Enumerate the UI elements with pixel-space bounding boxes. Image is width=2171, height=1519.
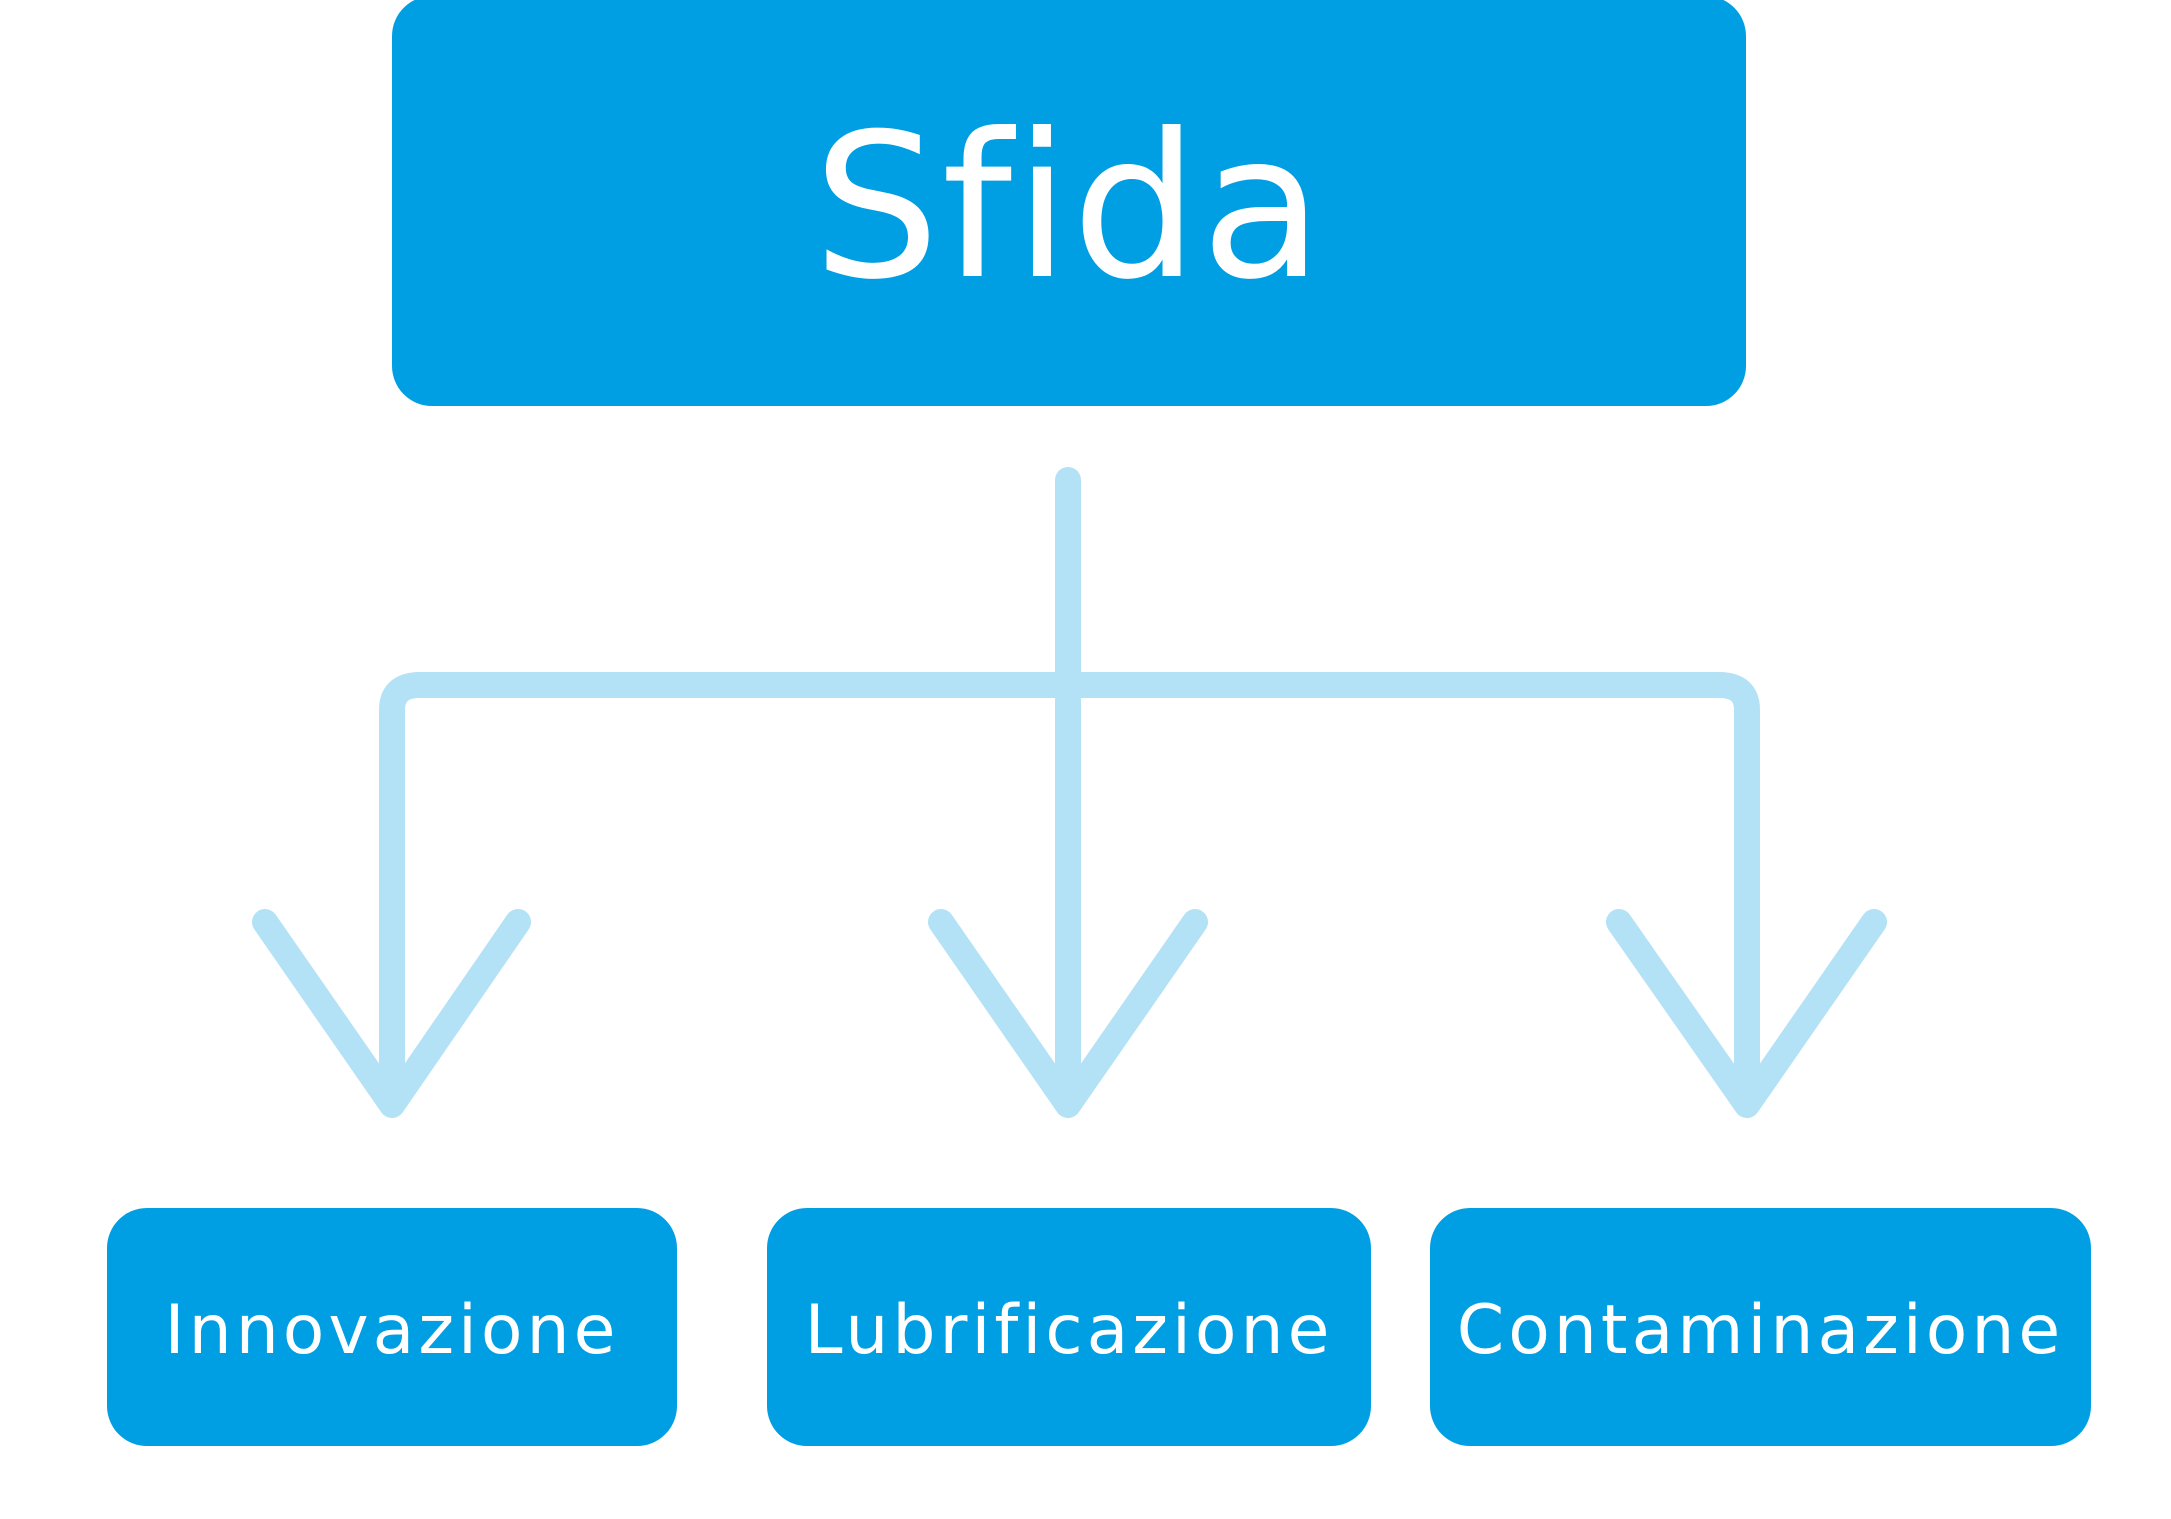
child-node-label: Contaminazione: [1456, 1290, 2065, 1370]
arrowhead-innovazione: [252, 909, 531, 1118]
child-node-innovazione: Innovazione: [107, 1208, 677, 1446]
root-node-label: Sfida: [812, 90, 1326, 324]
child-node-lubrificazione: Lubrificazione: [767, 1208, 1371, 1446]
arrowhead-lubrificazione: [928, 909, 1208, 1118]
arrowhead-contaminazione: [1606, 909, 1887, 1118]
child-node-label: Lubrificazione: [804, 1290, 1334, 1370]
child-node-contaminazione: Contaminazione: [1430, 1208, 2091, 1446]
root-node-sfida: Sfida: [392, 0, 1746, 406]
child-node-label: Innovazione: [164, 1290, 620, 1370]
